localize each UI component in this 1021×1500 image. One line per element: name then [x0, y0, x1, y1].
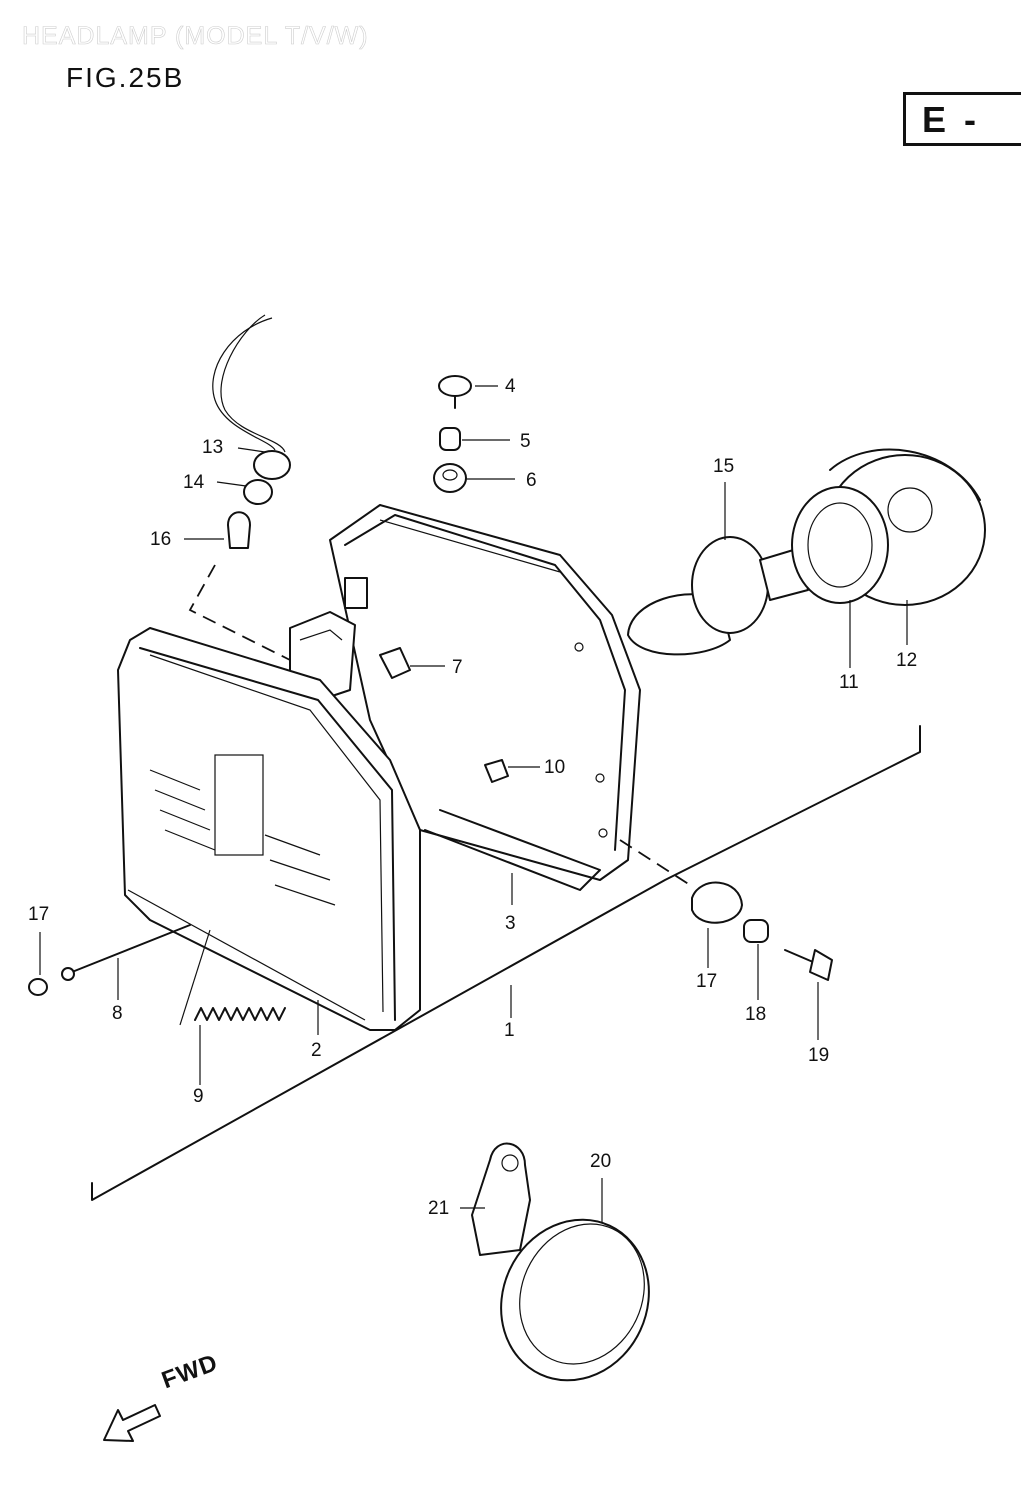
nut-left — [28, 978, 48, 996]
rim-bracket — [471, 1142, 531, 1256]
callout-10: 10 — [544, 757, 565, 778]
callout-18: 18 — [745, 1004, 766, 1025]
callout-6: 6 — [526, 470, 537, 491]
adjusting-spring — [194, 1007, 286, 1021]
callout-4: 4 — [505, 376, 516, 397]
region-code-box: E - — [903, 92, 1021, 146]
cushion-10 — [484, 759, 509, 783]
collar-18 — [743, 919, 769, 943]
position-lamp-bulb — [227, 511, 251, 549]
callout-8: 8 — [112, 1003, 123, 1024]
callout-1: 1 — [504, 1020, 515, 1041]
callout-3: 3 — [505, 913, 516, 934]
region-code: E - — [922, 99, 981, 140]
bolt-19 — [784, 949, 833, 981]
headlamp-cover — [500, 1218, 650, 1382]
callout-17-right: 17 — [696, 971, 717, 992]
grommet-6 — [433, 463, 467, 493]
nut-5 — [439, 427, 461, 451]
callout-19: 19 — [808, 1045, 829, 1066]
callout-labels: 1 2 3 4 5 6 7 8 9 10 11 12 13 14 15 16 1… — [28, 376, 917, 1219]
cap-4 — [438, 375, 472, 397]
adjuster-nut-right — [691, 881, 743, 924]
position-lamp-socket — [212, 314, 291, 505]
assembly-bracket-1 — [91, 725, 921, 1201]
faint-header-title: HEADLAMP (MODEL T/V/W) — [22, 22, 369, 51]
callout-2: 2 — [311, 1040, 322, 1061]
callout-7: 7 — [452, 657, 463, 678]
headlamp-lens-unit — [117, 627, 421, 1031]
callout-14: 14 — [183, 472, 205, 493]
callout-20: 20 — [590, 1151, 611, 1172]
headlamp-bulb — [627, 536, 809, 656]
callout-16: 16 — [150, 529, 171, 550]
clip-7 — [379, 647, 411, 679]
adjusting-screw — [61, 924, 191, 981]
callout-9: 9 — [193, 1086, 204, 1107]
callout-5: 5 — [520, 431, 531, 452]
callout-12: 12 — [896, 650, 917, 671]
figure-title: FIG.25B — [66, 62, 185, 93]
callout-21: 21 — [428, 1198, 449, 1219]
callout-13: 13 — [202, 437, 223, 458]
callout-11: 11 — [839, 672, 859, 693]
bulb-holder-ring — [791, 486, 889, 604]
leader-lines — [39, 385, 908, 1222]
callout-15: 15 — [713, 456, 734, 477]
callout-17-left: 17 — [28, 904, 49, 925]
forward-arrow-icon — [103, 1404, 161, 1442]
